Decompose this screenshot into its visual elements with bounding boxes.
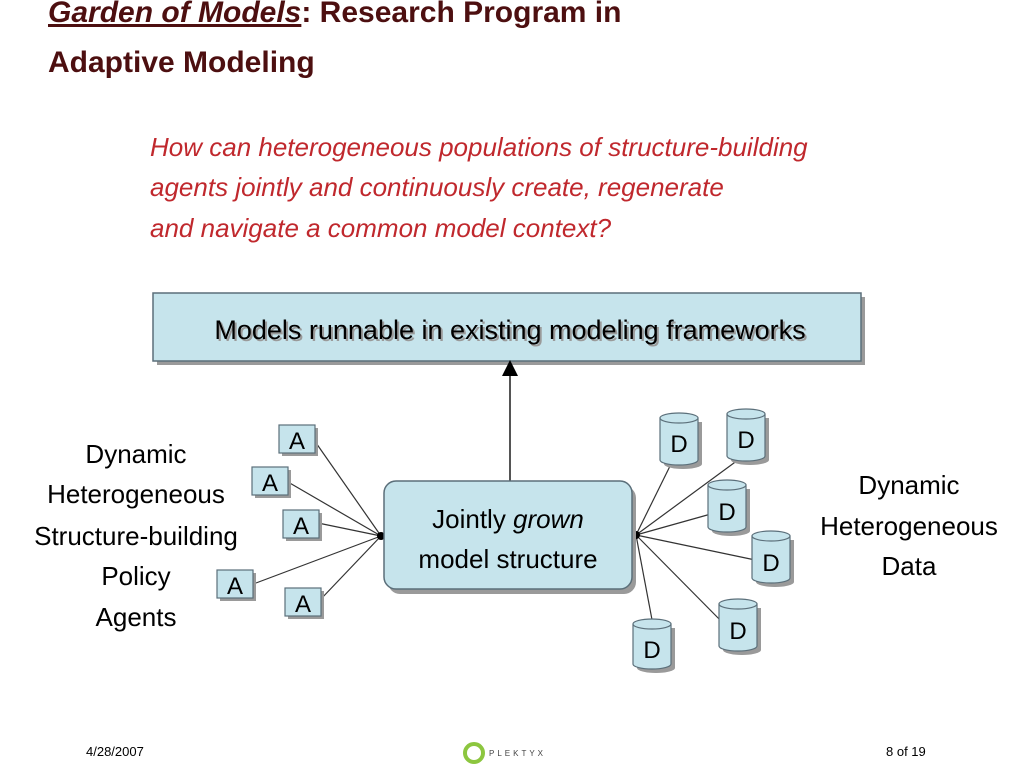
slide-title-emphasis: Garden of Models [48,0,301,29]
left-label-line-5: Agents [96,602,177,632]
agent-connectors [255,439,382,601]
svg-text:D: D [670,431,687,458]
data-connectors [635,459,761,629]
data-cylinder: D [707,479,750,536]
svg-text:D: D [729,618,746,645]
slide-title: Garden of Models: Research Program in [48,0,621,29]
left-label-line-2: Heterogeneous [47,479,225,509]
right-label-line-1: Dynamic [858,470,959,500]
svg-text:D: D [737,427,754,454]
left-label-line-3: Structure-building [34,521,238,551]
svg-text:A: A [289,428,305,455]
slide-title-rest: : Research Program in [301,0,621,29]
center-left-node [377,532,385,540]
plektyx-logo: PLEKTYX [463,742,546,764]
top-box-label: Models runnable in existing modeling fra… [214,315,805,345]
left-label-line-1: Dynamic [85,439,186,469]
data-cylinder: D [751,530,794,587]
svg-text:A: A [262,470,278,497]
question-line-1: How can heterogeneous populations of str… [150,132,808,162]
slide-title-line2: Adaptive Modeling [48,46,315,79]
svg-text:D: D [718,499,735,526]
agent-badge: A [282,509,322,541]
question-line-3: and navigate a common model context? [150,213,612,243]
svg-text:D: D [762,550,779,577]
right-label-line-2: Heterogeneous [820,511,998,541]
top-box-label-shadow: Models runnable in existing modeling fra… [216,317,807,347]
svg-text:A: A [295,591,311,618]
top-box [152,292,862,362]
data-cylinder: D [632,618,675,673]
left-label-line-4: Policy [101,561,170,591]
footer-date: 4/28/2007 [86,744,144,759]
center-box-line1: Jointly grown [432,504,584,534]
data-cylinder: D [659,412,702,469]
svg-text:A: A [293,513,309,540]
agent-badge: A [284,587,324,619]
question-line-2: agents jointly and continuously create, … [150,172,724,202]
logo-ring-icon [463,742,485,764]
agent-badge: A [251,466,291,498]
center-box-line2: model structure [418,544,597,574]
svg-text:A: A [227,573,243,600]
right-label-line-3: Data [882,551,937,581]
agent-badge: A [216,569,256,601]
footer-page: 8 of 19 [886,744,926,759]
svg-text:D: D [643,637,660,664]
data-cylinder: D [718,598,761,655]
center-box [383,480,633,590]
logo-text: PLEKTYX [489,749,546,758]
data-cylinder: D [726,408,769,465]
agent-badge: A [278,424,318,456]
